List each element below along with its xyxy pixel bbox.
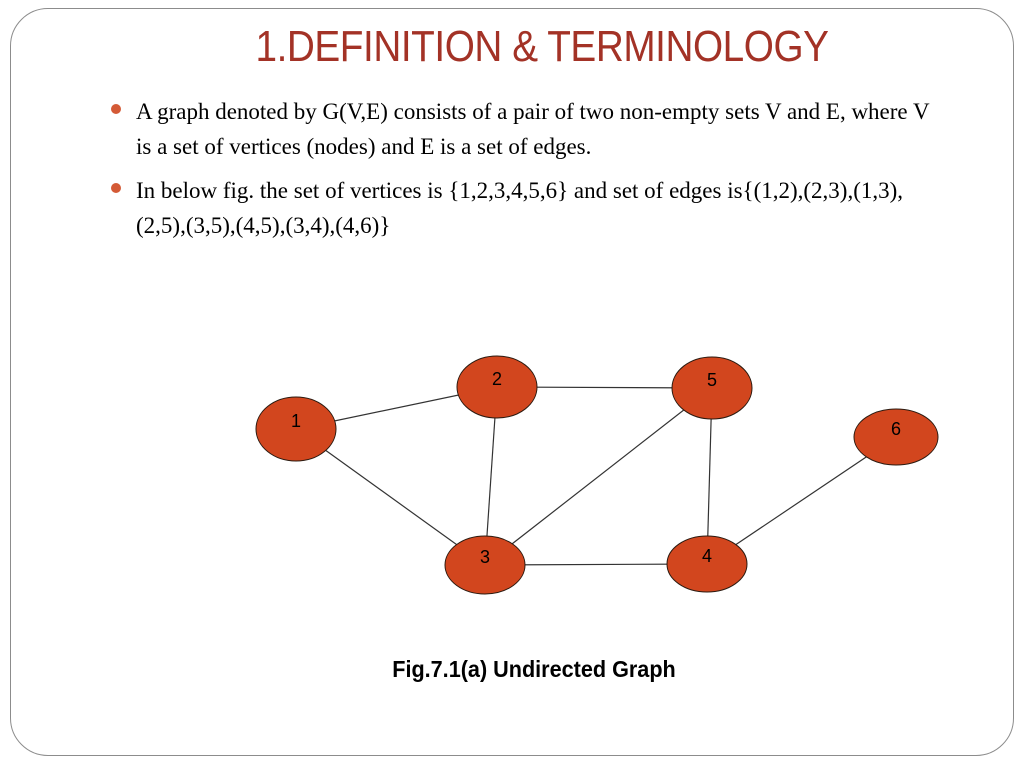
- node-label: 1: [291, 411, 301, 431]
- bullet-item: In below fig. the set of vertices is {1,…: [111, 173, 936, 243]
- node-shape: [853, 408, 939, 466]
- node-shape: [456, 355, 538, 419]
- node-1: 1: [255, 396, 337, 462]
- graph-nodes: 1 2 3 4 5 6: [255, 355, 939, 595]
- graph-edges: [295, 386, 897, 566]
- edge-3-5: [484, 387, 713, 566]
- node-shape: [255, 396, 337, 462]
- node-5: 5: [671, 356, 753, 420]
- bullet-dot-icon: [111, 104, 121, 114]
- node-label: 4: [702, 546, 712, 566]
- edge-4-6: [706, 436, 897, 565]
- node-label: 2: [492, 369, 502, 389]
- bullet-list: A graph denoted by G(V,E) consists of a …: [111, 94, 936, 252]
- bullet-item: A graph denoted by G(V,E) consists of a …: [111, 94, 936, 164]
- node-4: 4: [666, 535, 748, 593]
- figure-caption: Fig.7.1(a) Undirected Graph: [392, 656, 676, 682]
- bullet-text: A graph denoted by G(V,E) consists of a …: [136, 99, 930, 159]
- node-label: 3: [480, 547, 490, 567]
- bullet-text: In below fig. the set of vertices is {1,…: [136, 178, 904, 238]
- bullet-dot-icon: [111, 183, 121, 193]
- node-6: 6: [853, 408, 939, 466]
- node-shape: [444, 535, 526, 595]
- slide-title: 1.DEFINITION & TERMINOLOGY: [255, 22, 829, 71]
- edge-1-3: [295, 428, 486, 566]
- node-label: 6: [891, 419, 901, 439]
- node-2: 2: [456, 355, 538, 419]
- node-label: 5: [707, 370, 717, 390]
- node-3: 3: [444, 535, 526, 595]
- node-shape: [671, 356, 753, 420]
- node-shape: [666, 535, 748, 593]
